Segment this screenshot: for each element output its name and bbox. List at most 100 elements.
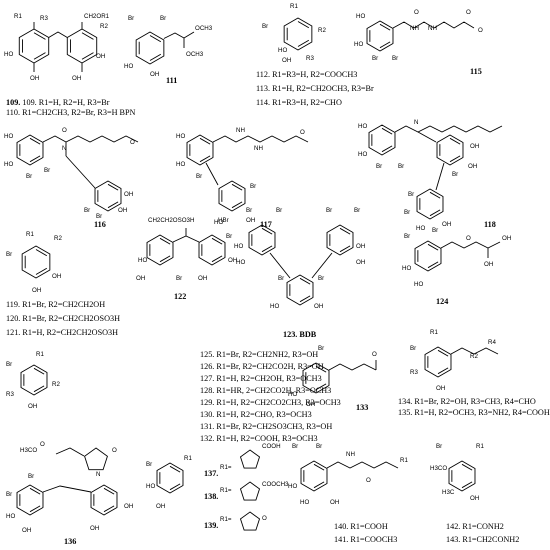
atom-label: OH [198,275,207,282]
pyrrolidinone-138 [239,481,261,501]
atom-label: Br [408,191,414,198]
atom-label: HO [358,123,367,130]
atom-label: Br [404,209,410,216]
caption-122: 122 [174,292,187,301]
double-bond [231,201,243,209]
bond [435,162,445,191]
caption-120: 120. R1=Br, R2=CH2CH2OSO3H [6,314,120,323]
atom-label: Br [398,163,404,170]
double-bond [427,243,439,251]
atom-label: HO [300,499,309,506]
atom-label: HO [4,133,13,140]
ring-109-a [18,28,50,64]
double-bond [149,53,162,61]
atom-label: HO [354,41,363,48]
ring-124 [414,240,442,272]
amide-chain [326,461,399,469]
caption-131: 131. R1=Br, R2=CH2SO3CH3, R3=OH [200,422,333,431]
caption-140: 140. R1=COOH [334,522,388,531]
ester-chain [55,447,85,457]
atom-label: OH [468,163,477,170]
double-bond [33,32,46,40]
double-bond [339,227,351,235]
ring-122-a [146,234,174,266]
atom-label: NH [346,451,355,458]
atom-label: OH [330,499,339,506]
atom-label: NH [236,127,245,134]
atom-label: Br [326,207,332,214]
caption-135: 135. R1=H, R2=OCH3, R3=NH2, R4=COOH [398,408,550,417]
pyrrolidinone-137 [239,449,261,469]
caption-116: 116 [94,220,106,229]
atom-label: HBr [218,217,229,224]
atom-label: Br [376,163,382,170]
double-bond [449,155,461,163]
atom-label: OH [124,503,133,510]
atom-label: OH [356,243,365,250]
atom-label: OCH3 [195,25,213,32]
caption-136: 136 [64,537,77,546]
atom-label: R3 [6,391,14,398]
atom-label: HO [278,47,287,54]
succinimide-139 [239,511,261,531]
atom-label: Br [44,167,50,174]
atom-label: R3 [306,55,314,62]
atom-label: Br [6,361,12,368]
methylene-bridge [48,31,68,38]
substituent-label: CH2CH2OSO3H [148,217,194,224]
double-bond [381,127,393,135]
bond [311,252,333,279]
caption-113: 113. R1=H, R2=CH2OCH3, R3=Br [256,84,374,93]
atom-label: OH [22,527,31,534]
atom-label: Br [146,461,152,468]
ring-136-b [90,484,118,516]
atom-label: HO [356,13,365,20]
double-bond [35,267,48,275]
ring-109-b [66,28,98,64]
atom-label: O [366,477,371,484]
double-bond [261,245,273,253]
caption-142: 142. R1=CONH2 [446,522,504,531]
atom-label: NH [410,25,419,32]
double-bond [429,191,441,199]
atom-label: HO [358,151,367,158]
atom-label: OH [32,287,41,294]
atom-label: OH [228,257,237,264]
double-bond [81,32,94,40]
double-bond [29,505,41,513]
double-bond [33,385,45,393]
double-bond [261,227,273,235]
double-bond [107,201,119,209]
methylene-bridge [42,485,92,493]
double-bond [159,237,171,245]
atom-label: HO [236,259,245,266]
ring-118-b [436,134,464,166]
double-bond [313,463,325,471]
atom-label: OH [470,495,479,502]
methylene-bridge [172,235,200,243]
atom-label: R4 [488,339,496,346]
atom-label: HO [402,265,411,272]
double-bond [461,463,473,471]
atom-label: OH [442,221,451,228]
atom-label: Br [318,275,324,282]
atom-label: Br [26,173,32,180]
bond [417,131,437,143]
r-label-137: R1= [220,464,232,471]
atom-label: R1 [36,351,44,358]
atom-label: HO [138,257,147,264]
atom-label: HO [6,513,15,520]
atom-label: Br [84,207,90,214]
atom-label: OH [90,525,99,532]
ring-123-b [326,224,354,256]
caption-117: 117 [260,220,272,229]
double-bond [33,367,45,375]
atom-label: NH [428,25,437,32]
ring-118-c [416,188,444,220]
atom-label: N [62,145,66,152]
atom-label: R1 [476,443,484,450]
atom-label: R1 [14,13,22,20]
double-bond [81,52,94,60]
atom-label: Br [6,491,12,498]
side-chain [450,347,499,355]
